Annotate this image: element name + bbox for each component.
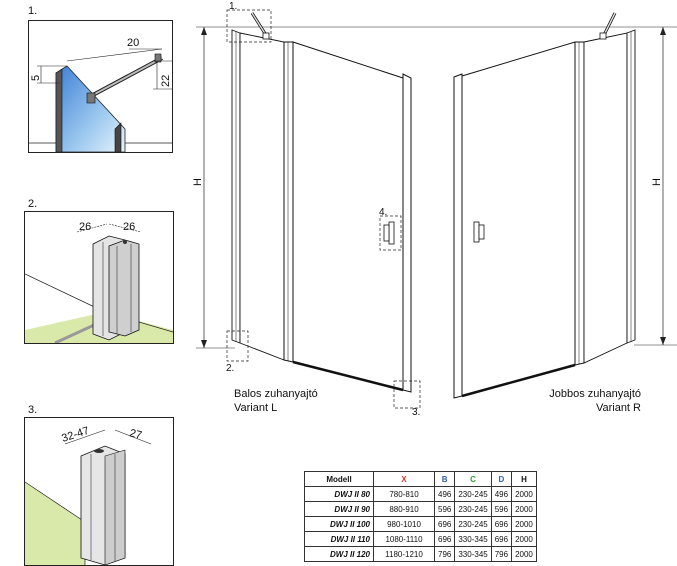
cell-x: 880-910 [373,501,435,517]
detail-2-dim-b: 26 [123,221,135,233]
cell-model: DWJ II 80 [304,486,374,502]
cell-x: 780-810 [373,486,435,502]
detail-2-box: 26 26 [24,211,174,344]
detail-3-drawing: 32-47 27 [25,425,152,565]
spec-table: Modell X B C D H DWJ II 80 780-810 496 2… [304,471,537,562]
detail-1-drawing: 20 5 22 [29,37,172,152]
cell-b: 796 [433,546,456,562]
detail-2-dim-a: 26 [79,221,91,233]
height-label-left: H [192,178,204,186]
callout-box-2 [226,330,249,362]
callout-box-1 [226,9,272,43]
cell-b: 496 [433,486,456,502]
right-door-caption: Jobbos zuhanyajtó Variant R [536,387,641,415]
cell-model: DWJ II 120 [304,546,374,562]
callout-box-4 [379,215,402,251]
spec-table-header-row: Modell X B C D H [304,471,537,487]
col-header-modell: Modell [304,471,374,487]
left-door [226,9,421,409]
left-door-caption-title: Balos zuhanyajtó [234,388,318,400]
table-row: DWJ II 120 1180-1210 796 330-345 796 200… [304,546,537,562]
cell-c: 330-345 [454,546,492,562]
cell-x: 1180-1210 [373,546,435,562]
cell-d: 696 [490,531,513,547]
cell-h: 2000 [511,546,537,562]
col-header-c: C [454,471,492,487]
detail-3-number: 3. [28,404,38,416]
table-row: DWJ II 90 880-910 596 230-245 596 2000 [304,501,537,517]
cell-h: 2000 [511,501,537,517]
cell-d: 796 [490,546,513,562]
detail-1-box: 20 5 22 [28,20,173,153]
cell-d: 696 [490,516,513,532]
callout-box-3 [393,380,421,409]
left-door-caption-variant: Variant L [234,402,278,414]
right-door-caption-variant: Variant R [595,402,641,414]
cell-h: 2000 [511,531,537,547]
cell-c: 230-245 [454,516,492,532]
cell-h: 2000 [511,516,537,532]
cell-c: 230-245 [454,501,492,517]
table-row: DWJ II 80 780-810 496 230-245 496 2000 [304,486,537,502]
col-header-x: X [373,471,435,487]
cell-b: 696 [433,531,456,547]
cell-c: 330-345 [454,531,492,547]
height-label-right: H [651,178,663,186]
detail-3-box: 32-47 27 [24,417,174,566]
detail-3-dim-b: 27 [128,427,143,442]
detail-1-dim-right: 22 [160,75,172,87]
cell-c: 230-245 [454,486,492,502]
detail-1-dim-top: 20 [127,37,139,49]
detail-1-number: 1. [28,5,38,17]
cell-d: 496 [490,486,513,502]
cell-model: DWJ II 100 [304,516,374,532]
cell-h: 2000 [511,486,537,502]
callout-2-label: 2. [226,363,234,374]
cell-b: 596 [433,501,456,517]
detail-2-drawing: 26 26 [25,221,173,343]
right-door [453,12,636,399]
col-header-h: H [511,471,537,487]
cell-d: 596 [490,501,513,517]
right-door-caption-title: Jobbos zuhanyajtó [549,388,641,400]
table-row: DWJ II 110 1080-1110 696 330-345 696 200… [304,531,537,547]
left-door-caption: Balos zuhanyajtó Variant L [234,387,318,415]
cell-model: DWJ II 90 [304,501,374,517]
cell-b: 696 [433,516,456,532]
table-row: DWJ II 100 980-1010 696 230-245 696 2000 [304,516,537,532]
cell-x: 1080-1110 [373,531,435,547]
col-header-b: B [433,471,456,487]
col-header-d: D [490,471,513,487]
cell-x: 980-1010 [373,516,435,532]
cell-model: DWJ II 110 [304,531,374,547]
detail-1-dim-left: 5 [30,75,42,81]
callout-1-label: 1. [229,1,237,12]
callout-3-label: 3. [412,407,420,418]
callout-4-label: 4. [379,207,387,218]
detail-2-number: 2. [28,198,38,210]
